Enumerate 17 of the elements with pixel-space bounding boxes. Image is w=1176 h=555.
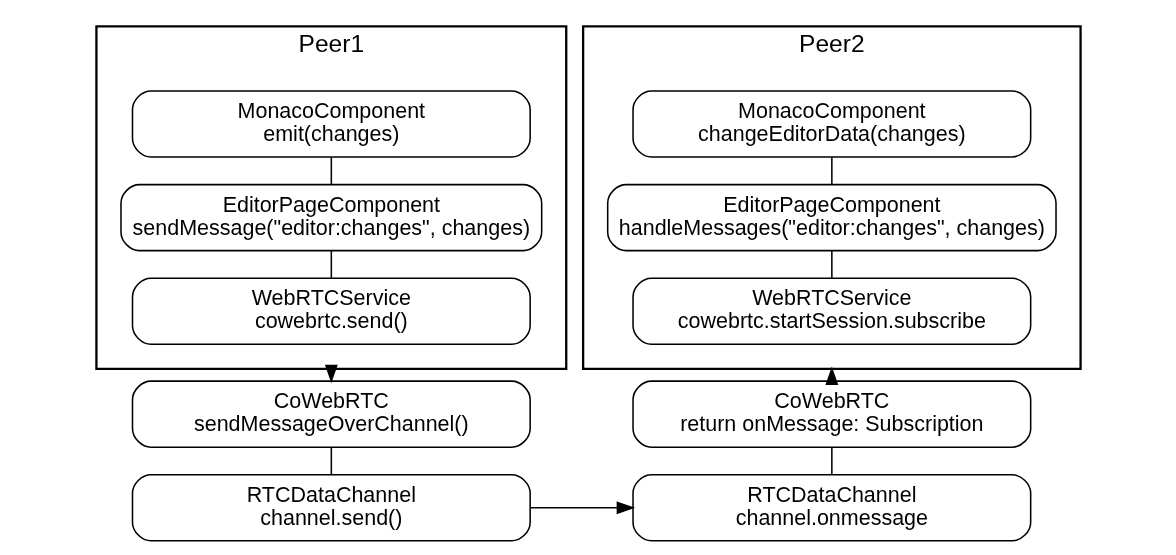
connector bbox=[330, 156, 332, 186]
node-box: RTCDataChannel channel.onmessage bbox=[631, 474, 1031, 542]
connector bbox=[330, 446, 332, 476]
node-box: WebRTCService cowebrtc.send() bbox=[131, 277, 531, 346]
arrow bbox=[529, 501, 635, 515]
node-box: MonacoComponent changeEditorData(changes) bbox=[631, 90, 1031, 158]
connector bbox=[830, 446, 833, 476]
node-box: CoWebRTC sendMessageOverChannel() bbox=[131, 380, 531, 448]
node-box: MonacoComponent emit(changes) bbox=[131, 90, 531, 158]
arrow bbox=[324, 364, 338, 384]
node-box: EditorPageComponent handleMessages("editor:changes", changes) bbox=[606, 183, 1057, 252]
node-box: WebRTCService cowebrtc.startSession.subscribe bbox=[631, 277, 1031, 346]
connector bbox=[830, 156, 833, 186]
node-box: RTCDataChannel channel.send() bbox=[131, 474, 531, 542]
connector bbox=[830, 250, 833, 279]
connector bbox=[330, 250, 332, 279]
node-box: EditorPageComponent sendMessage("editor:changes", changes) bbox=[119, 183, 542, 252]
